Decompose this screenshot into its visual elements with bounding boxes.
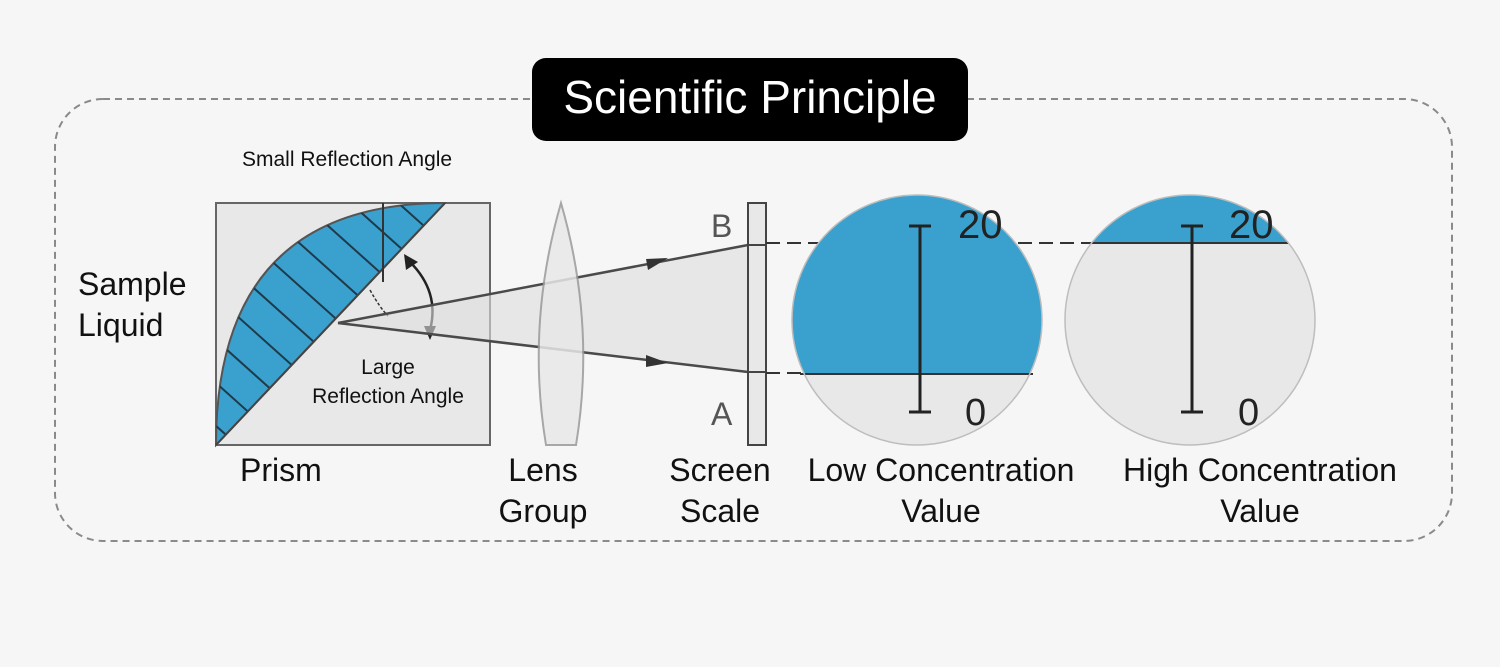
high-scale-top: 20 bbox=[1229, 203, 1274, 247]
high-concentration-view: 20 0 bbox=[1064, 194, 1316, 446]
page-title: Scientific Principle bbox=[563, 71, 936, 123]
low-scale-top: 20 bbox=[958, 203, 1003, 247]
lens-caption-1: Lens bbox=[508, 452, 577, 488]
sample-liquid-label-2: Liquid bbox=[78, 307, 163, 343]
ray-arrow-b bbox=[646, 258, 668, 270]
large-angle-label-2: Reflection Angle bbox=[312, 385, 464, 408]
screen-caption-1: Screen bbox=[669, 452, 770, 488]
high-scale-bottom: 0 bbox=[1238, 392, 1259, 434]
screen-scale bbox=[747, 202, 767, 446]
small-angle-label: Small Reflection Angle bbox=[242, 148, 452, 171]
large-angle-label-1: Large bbox=[361, 356, 415, 379]
low-concentration-view: 20 0 bbox=[791, 194, 1043, 446]
ray-arrow-a bbox=[646, 355, 668, 367]
screen-caption-2: Scale bbox=[680, 493, 760, 529]
low-concentration-caption-1: Low Concentration bbox=[808, 452, 1075, 488]
high-concentration-caption-2: Value bbox=[1220, 493, 1299, 529]
lens-caption-2: Group bbox=[499, 493, 588, 529]
high-concentration-caption-1: High Concentration bbox=[1123, 452, 1397, 488]
lens-group bbox=[537, 199, 585, 446]
arrowhead-up bbox=[404, 254, 418, 270]
sample-liquid-label-1: Sample bbox=[78, 266, 187, 302]
low-concentration-caption-2: Value bbox=[901, 493, 980, 529]
title-badge bbox=[532, 58, 968, 141]
high-blue-region bbox=[1065, 195, 1315, 243]
point-b-label: B bbox=[711, 208, 732, 244]
prism-caption: Prism bbox=[240, 452, 322, 488]
low-scale-bottom: 0 bbox=[965, 392, 986, 434]
point-a-label: A bbox=[711, 396, 733, 432]
interface-line bbox=[215, 202, 446, 446]
